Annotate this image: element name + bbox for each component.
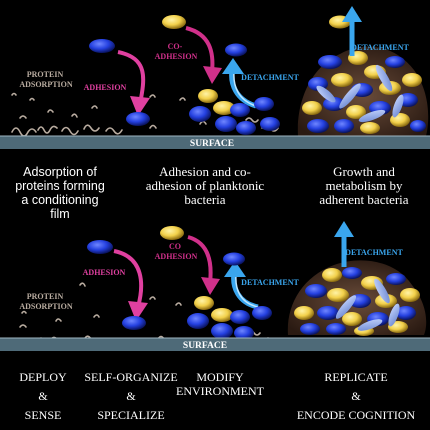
surface-label: SURFACE (183, 341, 227, 351)
co-adhesion-label: CO- ADHESION (155, 42, 198, 61)
detachment-label-1: DETACHMENT (241, 278, 299, 287)
co-adhesion-arrowhead (201, 277, 220, 295)
detached-cell (225, 43, 247, 57)
step-self-organize: SELF-ORGANIZE & SPECIALIZE (84, 370, 178, 422)
detachment-arrowhead-1 (222, 58, 244, 74)
planktonic-cell (160, 226, 184, 240)
adhesion-arrowhead (130, 96, 150, 116)
caption-adhesion: Adhesion and co- adhesion of planktonic … (145, 164, 265, 207)
planktonic-cell (162, 15, 186, 29)
adhered-cell (122, 316, 146, 330)
detachment-label-1: DETACHMENT (241, 73, 299, 82)
adhered-cell (230, 310, 250, 324)
detachment-label-2: DETACHMENT (345, 248, 403, 257)
adhesion-label: ADHESION (84, 83, 127, 92)
adhered-cell (213, 101, 235, 115)
surface-label: SURFACE (190, 139, 234, 149)
adhered-cell (189, 106, 211, 122)
adhered-cell (211, 323, 233, 339)
co-adhesion-arrow (185, 26, 215, 73)
bottom-panel: PROTEIN ADSORPTION ADHESION CO AD (0, 221, 430, 351)
surface-bar (0, 136, 430, 149)
detachment-arrowhead-2 (334, 221, 354, 237)
adhesion-label: ADHESION (83, 268, 126, 277)
adhered-cell (194, 296, 214, 310)
detachment-label-2: DETACHMENT (351, 43, 409, 52)
adhered-cell (198, 89, 218, 103)
adhered-cell (230, 103, 250, 117)
adhesion-arrow (113, 249, 144, 308)
planktonic-cell (87, 240, 113, 254)
mature-biofilm (297, 15, 429, 136)
step-modify-environment: MODIFY ENVIRONMENT (176, 370, 264, 398)
co-adhesion-arrowhead (203, 66, 222, 84)
planktonic-cell (89, 39, 115, 53)
top-panel: PROTEIN ADSORPTION ADHESION (0, 6, 430, 149)
co-adhesion-label: CO ADHESION (155, 242, 198, 261)
adhered-cell (215, 116, 237, 132)
adhered-cell (126, 112, 150, 126)
adhered-cell (234, 326, 254, 340)
adhered-cell (236, 121, 256, 135)
protein-adsorption-label: PROTEIN ADSORPTION (19, 70, 73, 89)
detachment-arrowhead-1 (224, 261, 246, 277)
adhered-cell (252, 306, 272, 320)
adhered-cell (254, 97, 274, 111)
caption-growth: Growth and metabolism by adherent bacter… (319, 164, 409, 207)
caption-adsorption: Adsorption of proteins forming a conditi… (15, 165, 105, 221)
mature-biofilm (287, 260, 427, 336)
adhesion-arrowhead (128, 301, 148, 321)
detachment-arrowhead-2 (342, 6, 362, 22)
adhered-cell (187, 313, 209, 329)
step-deploy-sense: DEPLOY & SENSE (19, 370, 67, 422)
protein-adsorption-label: PROTEIN ADSORPTION (19, 292, 73, 311)
surface-bar (0, 338, 430, 351)
adhesion-arrow (117, 50, 146, 105)
step-replicate-encode: REPLICATE & ENCODE COGNITION (296, 370, 416, 422)
detached-cell (223, 252, 245, 266)
adhered-cell (260, 117, 280, 131)
adhered-cell (211, 308, 233, 322)
